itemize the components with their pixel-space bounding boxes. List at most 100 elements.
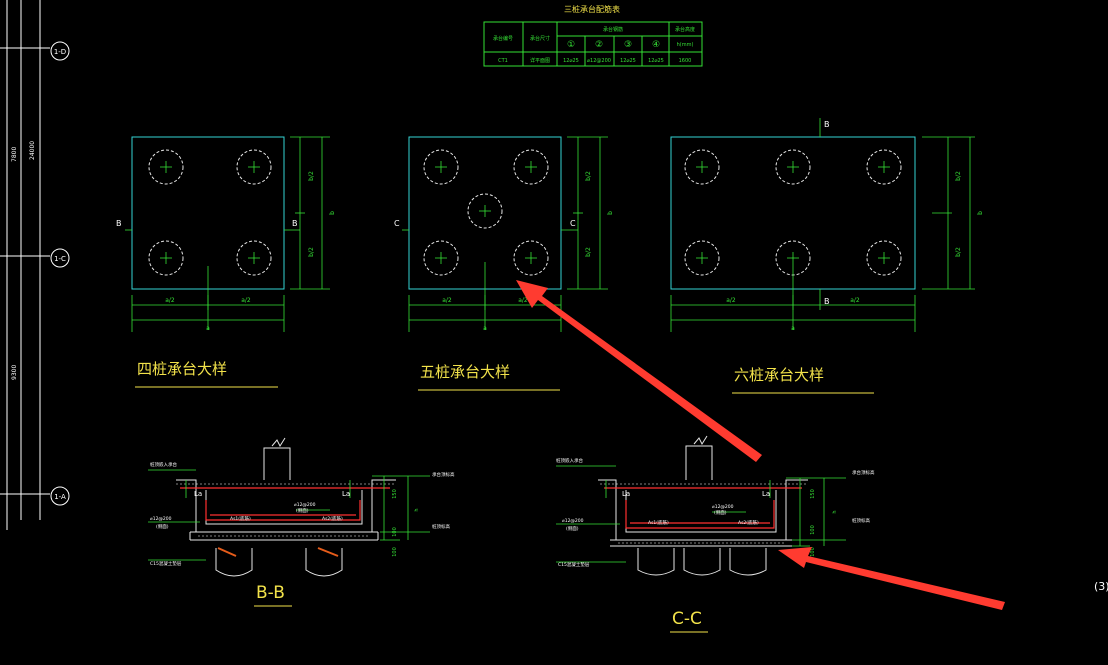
arrow-upper: [516, 280, 762, 462]
plan-four-title: 四桩承台大样: [137, 360, 227, 378]
bb-right2: 桩顶标高: [432, 523, 450, 530]
plan-four-dim-b2-top: b/2: [308, 171, 315, 181]
axis-bubble-1c: [50, 248, 70, 268]
pile: [775, 149, 811, 185]
bb-rebar1b: (侧面): [296, 507, 309, 514]
cc-note-mid: ⌀12@200: [562, 518, 584, 524]
plan-five-dim-a2-right: a/2: [518, 297, 528, 304]
bb-rebar2: As1(底筋): [230, 515, 251, 522]
pile: [148, 149, 184, 185]
table-header-size: 承台尺寸: [530, 35, 550, 42]
section-bb: 桩顶嵌入承台 ⌀12@200 (侧面) C15混凝土垫层 ⌀12@200 (侧面…: [148, 437, 455, 607]
pile: [866, 149, 902, 185]
plan-four-dim-a2-right: a/2: [241, 297, 251, 304]
axis-mark-1c: 1-C: [54, 255, 66, 263]
bb-dim-h: h: [414, 508, 420, 511]
plan-five-dim-b: b: [607, 211, 614, 215]
bb-right1: 承台顶标高: [432, 471, 455, 478]
bb-rebar1: ⌀12@200: [294, 502, 316, 508]
plan-six-section-top: B: [824, 120, 830, 129]
bb-dim-top: 150: [392, 489, 398, 499]
table-height-unit: h(mm): [677, 42, 694, 48]
annotation-arrows: [516, 280, 1005, 610]
table-header-rebar: 承台钢筋: [603, 26, 623, 33]
table-cell-size: 详平面图: [530, 57, 550, 64]
table-cell-no: CT1: [498, 58, 508, 64]
cc-rebar3: As2(底筋): [738, 519, 759, 526]
table-cell-r3: 12⌀25: [620, 58, 636, 64]
plan-four-dim-b2-bottom: b/2: [308, 247, 315, 257]
cc-right2: 桩顶标高: [852, 517, 870, 524]
cc-la-left: La: [622, 490, 630, 498]
table-sub-3: ③: [624, 40, 632, 50]
plan-six-dim-a2-left: a/2: [726, 297, 736, 304]
pile: [236, 240, 272, 276]
section-cc-title: C-C: [672, 609, 702, 629]
corner-mark: (3): [1094, 580, 1108, 593]
cc-dim-top: 150: [810, 489, 816, 499]
plan-six-dim-b2-top: b/2: [955, 171, 962, 181]
section-cc: 桩顶嵌入承台 ⌀12@200 (侧面) C15混凝土垫层 ⌀12@200 (侧面…: [556, 435, 875, 633]
cc-note-bottom: C15混凝土垫层: [558, 561, 590, 568]
rebar-table: 三桩承台配筋表 承台编号 承台尺寸 承台钢筋 承台高度 ① ② ③ ④ h(mm…: [483, 4, 703, 67]
table-header-no: 承台编号: [493, 35, 513, 42]
bb-la-right: La: [342, 490, 350, 498]
plan-four-pile: a/2 a/2 a b/2 b/2 b B B 四桩承台大样: [116, 136, 336, 388]
plan-five-dim-b2-bottom: b/2: [585, 247, 592, 257]
left-dim-1: 7800: [11, 147, 18, 162]
plan-four-section-left: B: [116, 219, 122, 228]
table-cell-r1: 12⌀25: [563, 58, 579, 64]
bb-dim-100a: 100: [392, 527, 398, 537]
cc-note-top: 桩顶嵌入承台: [556, 457, 583, 464]
cc-note-mid2: (侧面): [566, 525, 579, 532]
cc-rebar1: ⌀12@200: [712, 504, 734, 510]
plan-five-dim-a2-left: a/2: [442, 297, 452, 304]
bb-rebar3: As2(底筋): [322, 515, 343, 522]
bb-note-bottom: C15混凝土垫层: [150, 560, 182, 567]
table-cell-height: 1600: [679, 58, 692, 64]
plan-four-dim-a: a: [206, 325, 210, 332]
cc-la-right: La: [762, 490, 770, 498]
pile: [423, 240, 459, 276]
bb-dim-100b: 100: [392, 547, 398, 557]
section-bb-title: B-B: [256, 583, 285, 603]
bb-note-mid2: (侧面): [156, 523, 169, 530]
plan-four-piles: [148, 149, 272, 276]
table-cell-r2: ⌀12@200: [587, 58, 611, 64]
plan-six-pile: a/2 a/2 a b/2 b/2 b B B 六桩承台大样: [670, 118, 984, 394]
table-sub-4: ④: [652, 40, 660, 50]
plan-four-dim-b: b: [329, 211, 336, 215]
left-gridlines: [0, 0, 50, 530]
cc-rebar1b: (侧面): [714, 509, 727, 516]
axis-mark-1d: 1-D: [54, 48, 66, 56]
left-dim-2: 24000: [29, 141, 36, 160]
plan-five-section-right: C: [570, 219, 576, 228]
pile: [423, 149, 459, 185]
cc-dim-100a: 100: [810, 525, 816, 535]
table-sub-1: ①: [567, 40, 575, 50]
bb-la-left: La: [194, 490, 202, 498]
plan-five-section-left: C: [394, 219, 400, 228]
pile: [684, 240, 720, 276]
axis-bubbles: [50, 41, 70, 506]
plan-four-dim-a2-left: a/2: [165, 297, 175, 304]
plan-six-dim-a2-right: a/2: [850, 297, 860, 304]
plan-six-dim-b: b: [977, 211, 984, 215]
cc-dim-100b: 100: [810, 547, 816, 557]
left-dimension-texts: 7800 24000 9300: [11, 141, 36, 380]
bb-note-top: 桩顶嵌入承台: [150, 461, 177, 468]
axis-bubble-1d: [50, 41, 70, 61]
cc-dim-h: h: [832, 510, 838, 513]
plan-six-dim-a: a: [791, 325, 795, 332]
pile: [513, 240, 549, 276]
plan-six-section-bottom: B: [824, 297, 830, 306]
plan-five-pile: a/2 a/2 a b/2 b/2 b C C 五桩承台大样: [394, 136, 614, 391]
plan-four-section-right: B: [292, 219, 298, 228]
pile: [467, 193, 503, 229]
arrow-lower: [778, 547, 1005, 610]
cc-rebar2: As1(底筋): [648, 519, 669, 526]
axis-mark-1a: 1-A: [54, 493, 66, 501]
cc-right1: 承台顶标高: [852, 469, 875, 476]
table-header-height: 承台高度: [675, 26, 695, 33]
